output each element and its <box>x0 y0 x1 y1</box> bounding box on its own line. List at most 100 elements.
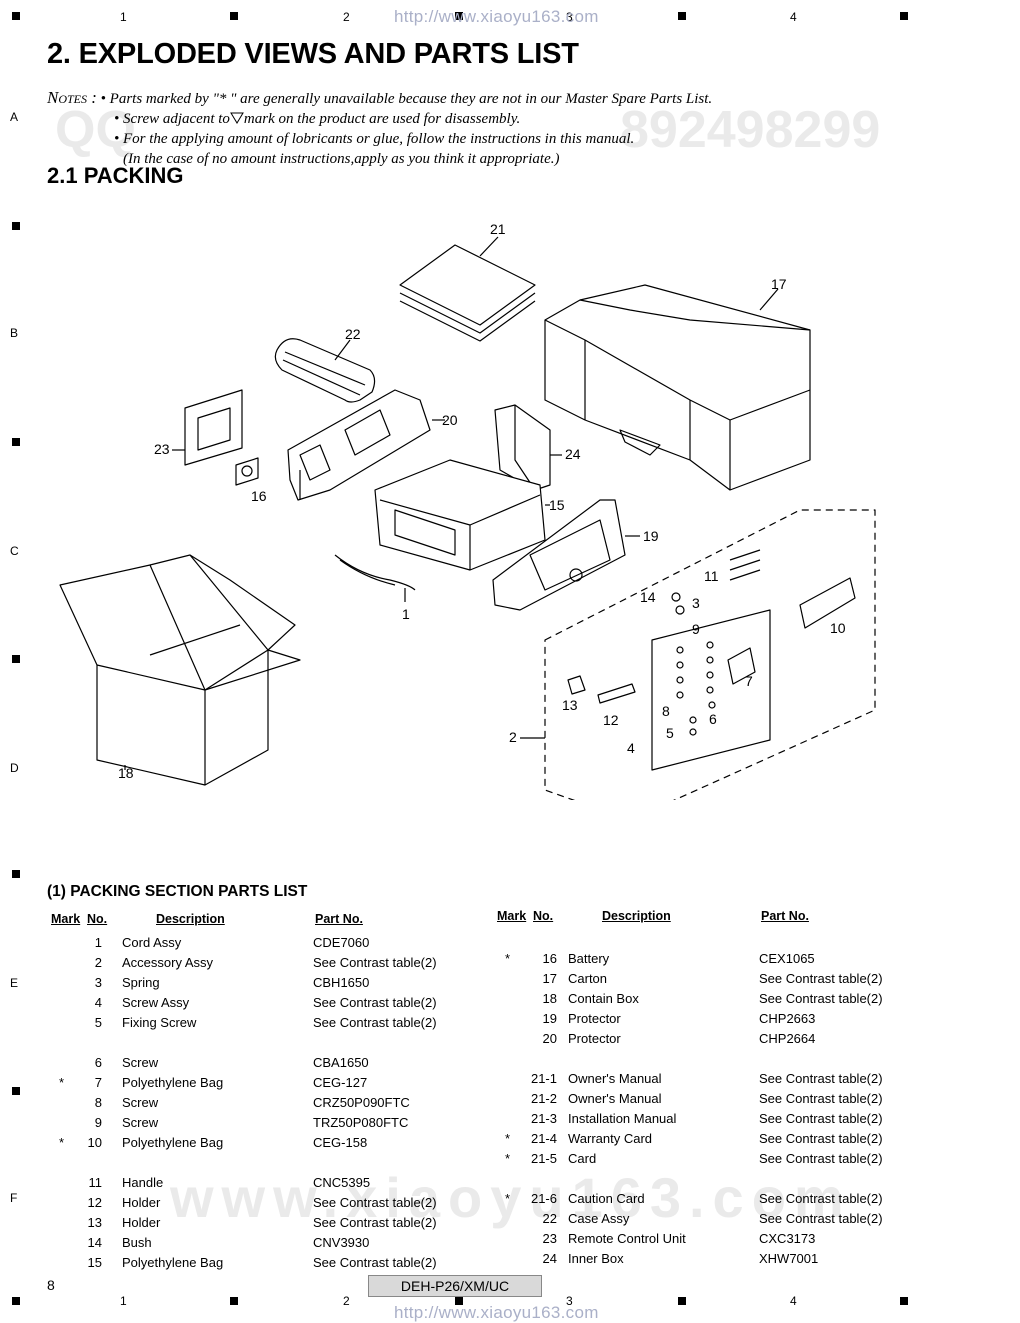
no-cell: 13 <box>87 1215 102 1230</box>
notes-label: Notes : <box>47 88 97 107</box>
no-cell: 11 <box>88 1175 103 1190</box>
part-number-cell: See Contrast table(2) <box>759 1071 883 1086</box>
screw-assy-bag <box>520 609 771 771</box>
grid-marker <box>455 12 463 20</box>
header-description-left: Description <box>156 912 225 926</box>
part-number-cell: See Contrast table(2) <box>313 1255 437 1270</box>
no-cell: 12 <box>87 1195 102 1210</box>
notes-text-1: • Parts marked by "* " are generally una… <box>100 91 713 107</box>
grid-row-f: F <box>10 1191 18 1205</box>
no-cell: 21-3 <box>530 1111 557 1126</box>
grid-marker <box>678 1297 686 1305</box>
part-number-cell: CDE7060 <box>313 935 370 950</box>
grid-row-c: C <box>10 544 19 558</box>
part-number-cell: CBH1650 <box>313 975 370 990</box>
notes-text-2a: • Screw adjacent to <box>114 111 230 127</box>
grid-marker <box>678 12 686 20</box>
mark-cell: * <box>505 1131 511 1146</box>
no-cell: 9 <box>94 1115 102 1130</box>
polyethylene-bag-10 <box>799 577 856 629</box>
grid-row-e: E <box>10 976 19 990</box>
remote-control <box>172 389 243 466</box>
no-cell: 19 <box>542 1011 557 1026</box>
part-number-cell: CHP2664 <box>759 1031 816 1046</box>
grid-marker <box>900 1297 908 1305</box>
no-cell: 23 <box>542 1231 557 1246</box>
part-number-cell: CNC5395 <box>313 1175 371 1190</box>
description-cell: Fixing Screw <box>122 1015 197 1030</box>
grid-marker <box>12 438 20 446</box>
description-cell: Remote Control Unit <box>568 1231 686 1246</box>
polyethylene-bag-7 <box>727 647 756 685</box>
contain-box <box>59 554 301 786</box>
part-number-cell: See Contrast table(2) <box>759 1211 883 1226</box>
callout-9: 9 <box>692 621 700 637</box>
description-cell: Owner's Manual <box>568 1071 662 1086</box>
part-number-cell: See Contrast table(2) <box>313 995 437 1010</box>
description-cell: Polyethylene Bag <box>122 1075 224 1090</box>
description-cell: Holder <box>122 1195 161 1210</box>
part-number-cell: CNV3930 <box>313 1235 370 1250</box>
callout-7: 7 <box>745 673 753 689</box>
no-cell: 18 <box>542 991 557 1006</box>
description-cell: Carton <box>568 971 608 986</box>
no-cell: 21-5 <box>530 1151 557 1166</box>
part-number-cell: See Contrast table(2) <box>759 1131 883 1146</box>
description-cell: Screw Assy <box>122 995 190 1010</box>
carton <box>544 284 811 491</box>
grid-col-4: 4 <box>790 10 797 24</box>
header-no-right: No. <box>533 909 554 923</box>
callout-10: 10 <box>830 620 846 636</box>
bush-spring <box>671 592 685 615</box>
watermark-number-top: 892498299 <box>620 101 881 159</box>
grid-col-1: 1 <box>120 10 127 24</box>
inner-box <box>494 404 562 491</box>
description-cell: Card <box>568 1151 597 1166</box>
description-cell: Spring <box>122 975 160 990</box>
page-title: 2. EXPLODED VIEWS AND PARTS LIST <box>47 38 579 70</box>
no-cell: 14 <box>87 1235 102 1250</box>
no-cell: 21-2 <box>530 1091 557 1106</box>
callout-12: 12 <box>603 712 619 728</box>
callout-17: 17 <box>771 276 787 292</box>
description-cell: Installation Manual <box>568 1111 677 1126</box>
grid-row-b: B <box>10 326 19 340</box>
callout-1: 1 <box>402 606 410 622</box>
notes-line-4: (In the case of no amount instructions,a… <box>123 151 560 167</box>
grid-marker <box>12 12 20 20</box>
grid-marker <box>455 1297 463 1305</box>
callout-6: 6 <box>709 711 717 727</box>
cord-assy <box>334 554 416 602</box>
description-cell: Case Assy <box>568 1211 630 1226</box>
description-cell: Bush <box>122 1235 152 1250</box>
no-cell: 15 <box>87 1255 102 1270</box>
callout-23: 23 <box>154 441 170 457</box>
protector-19 <box>492 499 640 611</box>
no-cell: 6 <box>94 1055 102 1070</box>
header-partno-right: Part No. <box>761 909 809 923</box>
head-unit-bag <box>374 459 550 571</box>
description-cell: Owner's Manual <box>568 1091 662 1106</box>
callout-5: 5 <box>666 725 674 741</box>
grid-marker <box>12 1297 20 1305</box>
callout-21: 21 <box>490 221 506 237</box>
no-cell: 5 <box>94 1015 102 1030</box>
part-number-cell: CXC3173 <box>759 1231 816 1246</box>
header-partno-left: Part No. <box>315 912 363 926</box>
grid-marker <box>900 12 908 20</box>
callout-14: 14 <box>640 589 656 605</box>
